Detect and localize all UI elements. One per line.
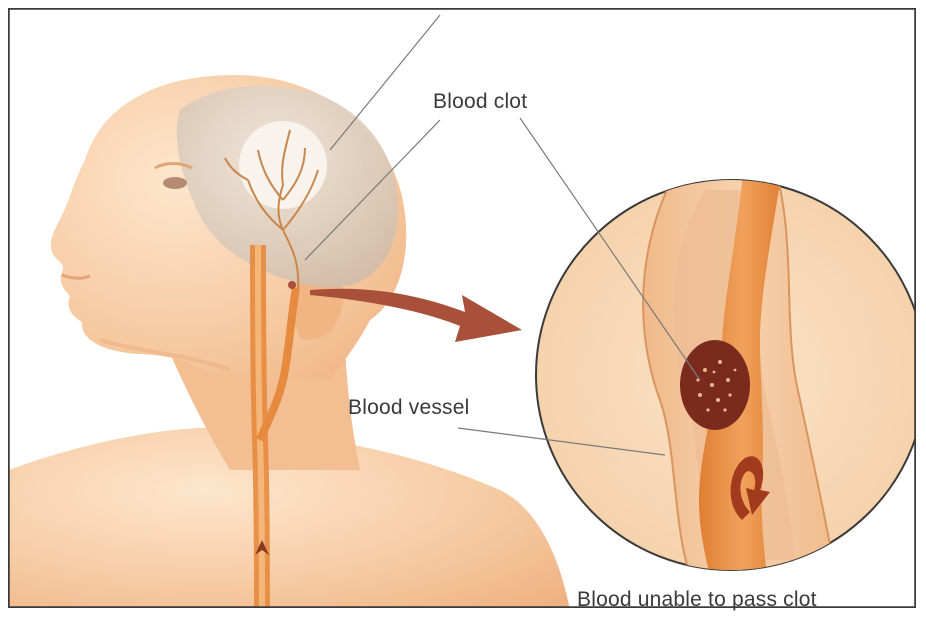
clot-site-marker bbox=[288, 281, 296, 289]
blood-clot bbox=[680, 340, 750, 430]
label-blood-vessel: Blood vessel bbox=[348, 396, 469, 420]
eye bbox=[163, 177, 187, 189]
label-blood-unable: Blood unable to pass clot bbox=[577, 588, 817, 612]
label-blood-clot: Blood clot bbox=[433, 90, 527, 114]
